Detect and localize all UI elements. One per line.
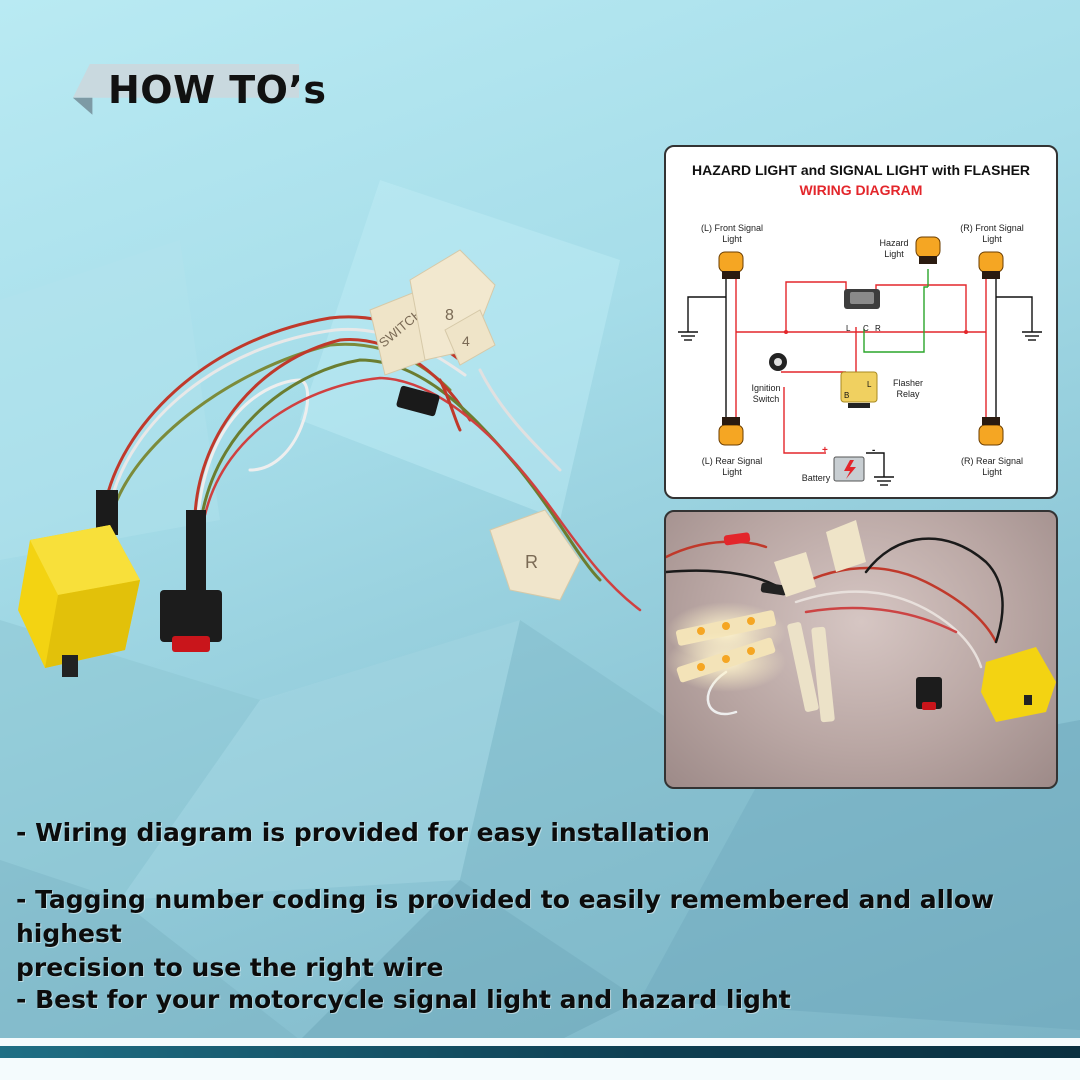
battery-icon xyxy=(833,456,865,482)
left-front-lamp-icon xyxy=(718,251,744,279)
bullet-2: - Tagging number coding is provided to e… xyxy=(16,885,995,982)
photo-tag xyxy=(774,552,816,597)
label-left-rear: (L) Rear Signal xyxy=(702,456,763,466)
svg-text:B: B xyxy=(844,391,849,400)
svg-text:8: 8 xyxy=(445,307,454,324)
product-photo-card xyxy=(664,510,1058,789)
svg-text:L: L xyxy=(846,324,851,333)
label-right-rear: (R) Rear Signal xyxy=(961,456,1023,466)
svg-text:Light: Light xyxy=(722,234,742,244)
alligator-clip-black xyxy=(760,582,788,596)
svg-text:L: L xyxy=(867,380,872,389)
inline-connector xyxy=(396,385,440,417)
left-rear-lamp-icon xyxy=(718,417,744,446)
ground-symbol xyxy=(678,331,1042,486)
photo-hazard-switch xyxy=(916,677,942,710)
diagram-title: HAZARD LIGHT and SIGNAL LIGHT with FLASH… xyxy=(692,162,1030,178)
header-banner xyxy=(72,64,300,115)
alligator-clip-red xyxy=(723,532,751,546)
footer-stripe-light xyxy=(0,1038,1080,1046)
ignition-key-icon xyxy=(769,353,787,371)
diagram-subtitle: WIRING DIAGRAM xyxy=(800,182,923,198)
label-left-front: (L) Front Signal xyxy=(701,223,763,233)
label-flasher: Flasher xyxy=(893,378,923,388)
footer-stripe-bottom xyxy=(0,1058,1080,1080)
right-rear-lamp-icon xyxy=(978,417,1004,446)
bullet-1: - Wiring diagram is provided for easy in… xyxy=(16,818,710,847)
wire-tag-4: 4 xyxy=(444,309,496,366)
product-harness-image: SWITCH 8 4 R xyxy=(18,249,642,677)
photo-flasher-relay xyxy=(981,647,1056,722)
svg-text:Switch: Switch xyxy=(753,394,780,404)
flasher-relay-box xyxy=(18,525,140,677)
flasher-relay-lead xyxy=(96,490,118,535)
hazard-switch xyxy=(160,590,222,652)
label-right-front: (R) Front Signal xyxy=(960,223,1024,233)
svg-text:-: - xyxy=(872,445,875,456)
product-photo xyxy=(666,520,1056,723)
svg-text:Light: Light xyxy=(722,467,742,477)
wiring-diagram-card: HAZARD LIGHT and SIGNAL LIGHT with FLASH… xyxy=(664,145,1058,499)
right-front-lamp-icon xyxy=(978,251,1004,279)
svg-text:Relay: Relay xyxy=(896,389,920,399)
svg-text:R: R xyxy=(525,552,538,572)
svg-text:Light: Light xyxy=(884,249,904,259)
svg-text:Light: Light xyxy=(982,234,1002,244)
svg-text:4: 4 xyxy=(462,333,470,349)
wiring-diagram: HAZARD LIGHT and SIGNAL LIGHT with FLASH… xyxy=(678,162,1042,486)
label-hazard: Hazard xyxy=(879,238,908,248)
label-battery: Battery xyxy=(802,473,831,483)
led-strip-2 xyxy=(666,632,786,692)
page-title: HOW TO’s xyxy=(108,68,327,112)
svg-text:Light: Light xyxy=(982,467,1002,477)
svg-text:C: C xyxy=(863,324,869,333)
svg-text:+: + xyxy=(822,445,828,456)
flasher-relay-icon xyxy=(840,371,878,408)
bullet-3: - Best for your motorcycle signal light … xyxy=(16,985,791,1014)
hazard-lamp-icon xyxy=(915,236,941,264)
led-strip-3 xyxy=(787,622,835,723)
svg-text:R: R xyxy=(875,324,881,333)
rocker-switch-icon xyxy=(844,289,880,309)
wire-tag-r: R xyxy=(489,509,581,601)
switch-lead xyxy=(186,510,206,590)
label-ignition: Ignition xyxy=(751,383,780,393)
footer-stripe-dark xyxy=(0,1046,1080,1058)
